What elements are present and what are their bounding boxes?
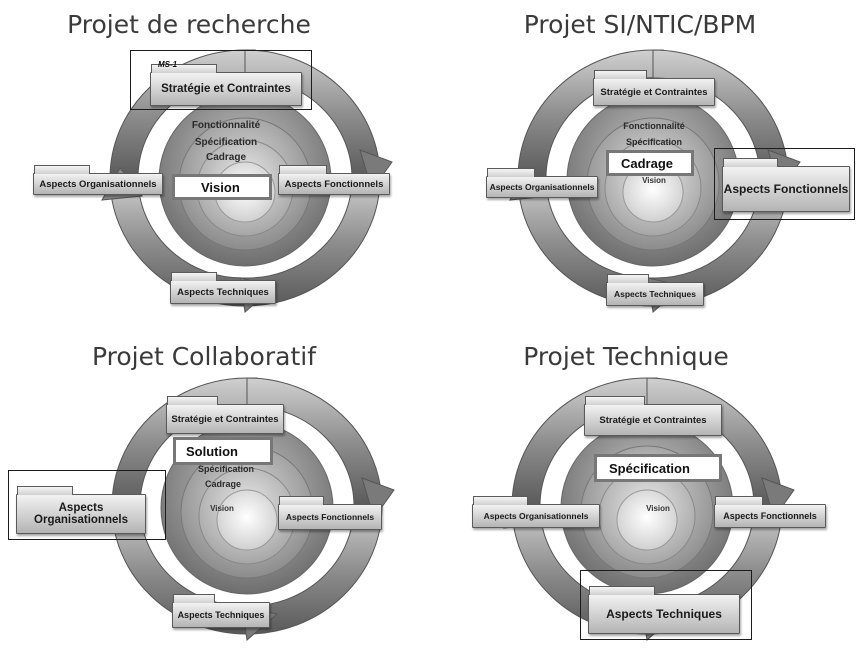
box-label: Aspects Organisationnels [34, 502, 128, 526]
panel-title: Projet Collaboratif [91, 342, 316, 371]
box-label: Aspects Organisationnels [483, 511, 589, 521]
highlight-vision: Vision [172, 174, 272, 200]
panel-title: Projet de recherche [67, 10, 311, 39]
box-label: Aspects Techniques [177, 610, 265, 620]
box-label: Aspects Fonctionnels [723, 182, 849, 196]
box-label: Aspects Techniques [177, 286, 269, 298]
panel-projet-collaboratif: Projet Collaboratif Stratégie et Contrai… [0, 322, 428, 643]
milestone-label: MS-1 [158, 60, 178, 69]
box-label: Aspects Organisationnels [39, 178, 157, 190]
box-label: Stratégie et Contraintes [171, 413, 279, 425]
box-aspects-techniques: Aspects Techniques [606, 274, 704, 306]
box-label: Aspects Fonctionnels [723, 511, 817, 521]
ring-label-specification: Spécification [625, 137, 682, 147]
highlight-frame [580, 570, 752, 640]
box-tab [487, 168, 536, 177]
ring-label-vision: Vision [646, 504, 670, 513]
box-aspects-techniques: Aspects Techniques [170, 272, 276, 304]
panel-title: Projet Technique [523, 342, 729, 371]
box-strategie-contraintes: Stratégie et Contraintes [584, 396, 722, 436]
ring-label-fonctionnalite: Fonctionnalité [623, 121, 685, 131]
box-strategie-contraintes: Stratégie et Contraintes [150, 64, 302, 106]
box-label: Stratégie et Contraintes [600, 86, 708, 98]
box-tab [607, 274, 650, 283]
box-tab [715, 496, 764, 505]
highlight-cadrage: Cadrage [606, 150, 694, 176]
panel-projet-si-ntic-bpm: Projet SI/NTIC/BPM Fonctionnalité Spécif… [428, 0, 856, 322]
panel-projet-de-recherche: Projet de recherche Fonctionnalité Spéci… [0, 0, 428, 322]
box-label: Stratégie et Contraintes [599, 414, 707, 426]
box-aspects-organisationnels: Aspects Organisationnels [472, 496, 600, 528]
box-aspects-fonctionnels: Aspects Fonctionnels [722, 158, 850, 212]
box-tab [17, 486, 74, 495]
panel-title: Projet SI/NTIC/BPM [523, 10, 757, 39]
ring-label-cadrage: Cadrage [205, 152, 246, 163]
box-label: Stratégie et Contraintes [161, 83, 291, 95]
box-label: Aspects Fonctionnels [284, 178, 384, 190]
box-strategie-contraintes: Stratégie et Contraintes [166, 396, 284, 434]
box-tab [723, 158, 779, 167]
box-aspects-fonctionnels: Aspects Fonctionnels [714, 496, 826, 528]
box-tab [171, 272, 217, 281]
box-tab [585, 396, 645, 405]
box-label: Aspects Techniques [613, 289, 697, 299]
box-tab [167, 396, 219, 405]
box-tab [34, 165, 91, 174]
box-label: Aspects Fonctionnels [285, 512, 375, 522]
highlight-frame [130, 50, 312, 110]
box-aspects-organisationnels: Aspects Organisationnels [486, 168, 598, 198]
box-label: Aspects Organisationnels [489, 182, 595, 192]
box-aspects-organisationnels: Aspects Organisationnels [16, 486, 146, 534]
box-tab [589, 586, 655, 595]
ring-label-specification: Spécification [197, 464, 254, 474]
box-strategie-contraintes: Stratégie et Contraintes [593, 70, 715, 106]
box-tab [594, 70, 647, 79]
box-tab [173, 594, 216, 603]
ring-label-cadrage: Cadrage [204, 479, 241, 489]
ring-label-vision: Vision [210, 504, 234, 513]
highlight-solution: Solution [173, 437, 273, 465]
box-tab [279, 165, 328, 174]
box-tab [279, 496, 324, 505]
box-aspects-organisationnels: Aspects Organisationnels [33, 165, 163, 195]
box-tab [151, 64, 217, 73]
box-aspects-techniques: Aspects Techniques [588, 586, 740, 634]
highlight-frame [8, 470, 166, 540]
ring-label-vision: Vision [642, 176, 666, 185]
box-aspects-fonctionnels: Aspects Fonctionnels [278, 165, 390, 195]
box-label: Aspects Techniques [606, 607, 722, 621]
ring-label-specification: Spécification [194, 137, 258, 148]
highlight-frame [714, 148, 855, 220]
box-aspects-fonctionnels: Aspects Fonctionnels [278, 496, 382, 530]
box-aspects-techniques: Aspects Techniques [172, 594, 270, 628]
box-tab [473, 496, 529, 505]
highlight-specification: Spécification [594, 454, 722, 482]
ring-label-fonctionnalite: Fonctionnalité [191, 120, 261, 131]
panel-projet-technique: Projet Technique Stratégie et Contrainte… [428, 322, 856, 643]
